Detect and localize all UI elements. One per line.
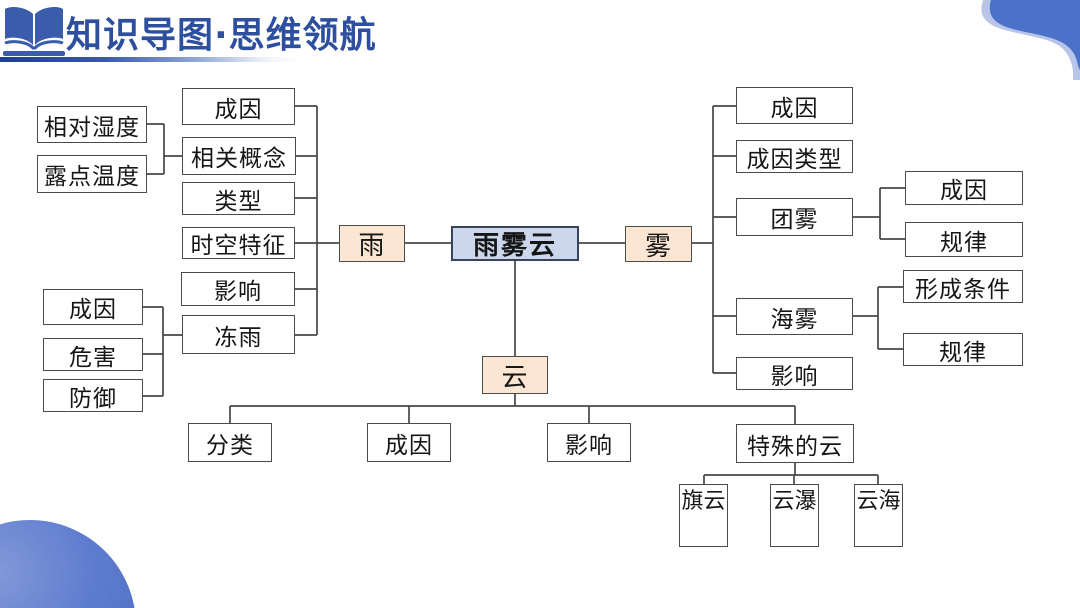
node-fr-harm: 危害 bbox=[43, 338, 143, 371]
title-underline bbox=[0, 57, 300, 62]
node-cloud-cause: 成因 bbox=[367, 423, 451, 462]
page-title: 知识导图·思维领航 bbox=[66, 15, 377, 56]
node-fr-cause: 成因 bbox=[43, 289, 143, 325]
corner-blob-top-right bbox=[981, 0, 1080, 80]
node-rel-humidity: 相对湿度 bbox=[37, 106, 147, 143]
node-fog-cause: 成因 bbox=[736, 87, 853, 124]
node-fr-defense: 防御 bbox=[43, 379, 143, 412]
node-rain-concepts: 相关概念 bbox=[182, 137, 296, 175]
node-rain-type: 类型 bbox=[182, 182, 295, 215]
node-fog: 雾 bbox=[625, 226, 692, 262]
node-rain: 雨 bbox=[339, 225, 405, 262]
node-fog-impact: 影响 bbox=[736, 357, 853, 390]
node-root: 雨雾云 bbox=[451, 226, 579, 261]
node-flag-cloud: 旗云 bbox=[679, 484, 728, 547]
node-special-cloud: 特殊的云 bbox=[736, 424, 854, 463]
node-fog-cause-type: 成因类型 bbox=[736, 140, 853, 173]
node-fp-law: 规律 bbox=[905, 222, 1023, 257]
open-book-icon bbox=[3, 6, 65, 56]
node-cloud: 云 bbox=[482, 356, 548, 394]
node-fog-patch: 团雾 bbox=[736, 198, 853, 236]
node-dew-point: 露点温度 bbox=[37, 155, 147, 193]
node-cloud-sea: 云海 bbox=[854, 484, 903, 547]
node-cloud-waterfall: 云瀑 bbox=[770, 484, 819, 547]
node-rain-spacetime: 时空特征 bbox=[182, 227, 295, 259]
node-sf-law: 规律 bbox=[903, 333, 1023, 366]
node-rain-impact: 影响 bbox=[181, 272, 295, 306]
corner-circle-bottom-left bbox=[0, 520, 136, 608]
node-rain-cause: 成因 bbox=[182, 88, 295, 125]
node-cloud-impact: 影响 bbox=[547, 423, 631, 462]
node-cloud-class: 分类 bbox=[188, 423, 272, 462]
node-fp-cause: 成因 bbox=[905, 171, 1023, 205]
node-freezing-rain: 冻雨 bbox=[182, 315, 295, 354]
node-sf-condition: 形成条件 bbox=[903, 270, 1023, 303]
node-sea-fog: 海雾 bbox=[736, 298, 853, 335]
